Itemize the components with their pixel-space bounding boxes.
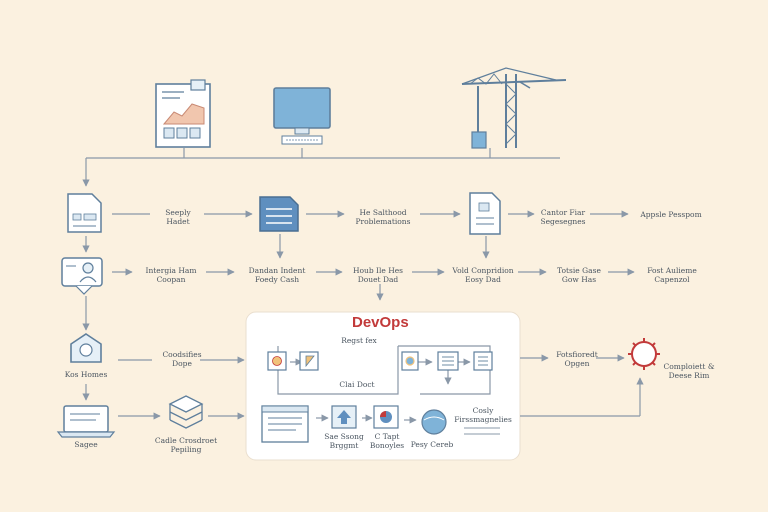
label-right-a: Fotsfioredt Opgen <box>556 350 598 368</box>
home-shield-icon <box>70 333 102 363</box>
label-left-b: Sagee <box>74 440 98 449</box>
globe-tile-icon <box>373 405 399 429</box>
report-document-icon <box>155 79 211 148</box>
label-r1-d: Appsle Pesspom <box>640 210 702 219</box>
text-tile-icon <box>473 351 493 371</box>
form-window-icon <box>261 405 309 443</box>
label-panel-e: Pesy Cereb <box>410 440 454 449</box>
label-r1-b: He Salthood Problemations <box>355 208 411 226</box>
settings-gear-icon <box>628 338 660 370</box>
upload-tile-icon <box>331 405 357 429</box>
pie-tile-icon <box>299 351 319 371</box>
label-panel-a: Regst fex <box>341 336 377 345</box>
label-mid-b: Cadle Crosdroet Pepiling <box>154 436 218 454</box>
stack-layers-icon <box>168 395 204 429</box>
label-r2-c: Houb Ile Hes Douet Dad <box>352 266 404 284</box>
label-r2-f: Fost Aulieme Capenzol <box>647 266 697 284</box>
database-file-icon <box>259 196 299 232</box>
construction-crane-icon <box>461 67 567 149</box>
desktop-computer-icon <box>273 87 331 145</box>
user-profile-icon <box>61 257 103 295</box>
label-r2-d: Vold Conpridion Eosy Dad <box>452 266 514 284</box>
label-r2-a: Intergia Ham Coopan <box>145 266 197 284</box>
devops-panel <box>245 311 521 461</box>
document-icon <box>67 193 102 233</box>
page-icon <box>469 192 501 235</box>
label-panel-b: Clai Doct <box>339 380 375 389</box>
label-panel-d: C Tapt Bonoyles <box>369 432 405 450</box>
analytics-tile-icon <box>401 351 419 371</box>
laptop-icon <box>56 405 116 438</box>
label-r2-e: Totsie Gase Gow Has <box>557 266 601 284</box>
label-r1-c: Cantor Fiar Segesegnes <box>540 208 586 226</box>
label-panel-c: Sae Ssong Brggmt <box>324 432 364 450</box>
chart-tile-icon <box>267 351 287 371</box>
planet-icon <box>421 409 447 435</box>
label-mid-a: Coodsifies Dope <box>162 350 202 368</box>
devops-title: DevOps <box>352 314 409 331</box>
list-tile-icon <box>437 351 459 371</box>
label-panel-f: Cosly Firssmagnelies <box>454 406 512 424</box>
label-right-b: Comploiett & Deese Rim <box>663 362 715 380</box>
label-r2-b: Dandan Indent Foedy Cash <box>248 266 306 284</box>
label-r1-a: Seeply Hadet <box>165 208 191 226</box>
label-left-a: Kos Homes <box>64 370 108 379</box>
